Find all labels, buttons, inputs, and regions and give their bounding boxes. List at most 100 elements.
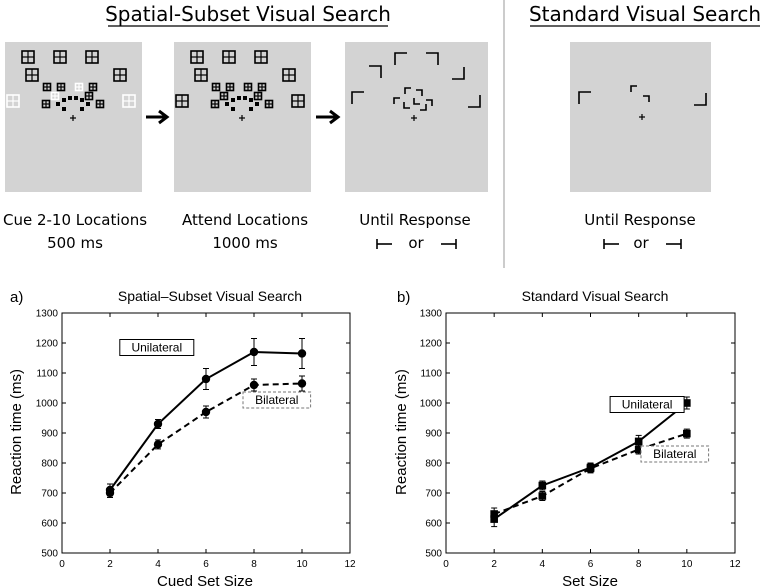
x-tick-label: 4 [540, 559, 546, 570]
inner-dot-item [237, 96, 241, 100]
inner-dot-item [68, 96, 72, 100]
x-tick-label: 8 [251, 559, 257, 570]
right-t-icon [441, 239, 457, 249]
y-axis-label: Reaction time (ms) [8, 369, 25, 495]
corner-stimulus [394, 52, 407, 65]
y-tick-label: 1100 [36, 369, 58, 380]
corner-stimulus [404, 87, 411, 94]
x-tick-label: 2 [491, 559, 497, 570]
right-t-icon [666, 239, 682, 249]
y-tick-label: 700 [425, 489, 442, 500]
data-point [634, 437, 643, 446]
inner-dot-item [231, 98, 235, 102]
data-point [634, 445, 643, 454]
data-point [490, 510, 498, 518]
legend-box-unilateral [119, 339, 195, 356]
y-tick-label: 500 [425, 549, 442, 560]
data-point [297, 379, 307, 388]
inner-dot-item [62, 107, 66, 111]
x-tick-label: 0 [59, 559, 65, 570]
x-tick-label: 6 [203, 559, 209, 570]
y-tick-label: 1100 [420, 369, 442, 380]
x-tick-label: 4 [155, 559, 161, 570]
y-tick-label: 900 [425, 429, 442, 440]
inner-dot-item [255, 102, 259, 106]
y-tick-label: 1000 [420, 399, 443, 410]
caption-cue-time: 500 ms [47, 234, 103, 252]
caption-standard: Until Response [584, 211, 696, 229]
data-point [201, 374, 211, 384]
y-tick-label: 1200 [420, 339, 443, 350]
panel-label: a) [10, 289, 23, 306]
series-line-bilateral [109, 382, 303, 494]
data-point [201, 407, 211, 417]
inner-dot-item [243, 96, 247, 100]
standard-heading: Standard Visual Search [529, 2, 761, 26]
inner-dot-item [62, 98, 66, 102]
x-tick-label: 12 [729, 559, 741, 570]
y-tick-label: 800 [425, 459, 442, 470]
panel-label: b) [397, 289, 410, 306]
series-line-bilateral [493, 432, 688, 515]
caption-response-or: or [408, 234, 424, 252]
data-point [249, 347, 259, 357]
chart-title: Standard Visual Search [522, 288, 669, 304]
corner-stimulus [393, 97, 400, 104]
y-tick-label: 700 [41, 489, 58, 500]
plot-frame [61, 312, 351, 554]
corner-stimulus [369, 65, 382, 78]
data-point [153, 419, 163, 429]
stim-standard-items [578, 85, 707, 120]
chart-spatial-subset: a) Spatial–Subset Visual Search Cued Set… [8, 288, 356, 588]
legend-label-unilateral: Unilateral [622, 398, 673, 412]
corner-stimulus [403, 102, 410, 109]
legend-label-bilateral: Bilateral [653, 447, 696, 461]
chart-title: Spatial–Subset Visual Search [118, 288, 302, 304]
legend-box-bilateral [242, 391, 312, 409]
x-tick-label: 10 [296, 559, 308, 570]
x-tick-label: 2 [107, 559, 113, 570]
arrow-icon-1 [146, 109, 170, 125]
y-tick-label: 1200 [36, 339, 59, 350]
stim-cue-items [6, 50, 136, 121]
inner-dot-item [249, 98, 253, 102]
spatial-subset-heading: Spatial-Subset Visual Search [105, 2, 391, 26]
left-t-icon [603, 239, 619, 249]
arrow-icon-2 [316, 109, 341, 125]
data-point [683, 429, 691, 438]
stim-attend-items [175, 50, 305, 121]
plot-frame [445, 312, 736, 554]
corner-stimulus [452, 67, 465, 80]
caption-attend: Attend Locations [182, 211, 308, 229]
caption-standard-or: or [633, 234, 649, 252]
corner-stimulus [643, 95, 650, 102]
corner-stimulus [351, 91, 364, 104]
data-point [105, 488, 115, 498]
caption-attend-time: 1000 ms [212, 234, 278, 252]
x-tick-label: 8 [636, 559, 642, 570]
y-tick-label: 500 [41, 549, 58, 560]
inner-dot-item [56, 102, 60, 106]
legend-label-unilateral: Unilateral [131, 341, 182, 355]
data-point [153, 440, 163, 449]
legend-box-bilateral [640, 445, 710, 463]
corner-stimulus [413, 98, 420, 105]
x-axis-label: Cued Set Size [157, 573, 253, 588]
x-tick-label: 10 [681, 559, 693, 570]
y-tick-label: 600 [425, 519, 442, 530]
corner-stimulus [630, 85, 637, 92]
caption-response: Until Response [359, 211, 471, 229]
inner-dot-item [225, 102, 229, 106]
corner-stimulus [578, 91, 591, 104]
inner-dot-item [249, 107, 253, 111]
caption-cue: Cue 2-10 Locations [3, 211, 147, 229]
corner-stimulus [426, 52, 439, 65]
legend-box-unilateral [609, 396, 685, 413]
legend-label-bilateral: Bilateral [255, 393, 298, 407]
corner-stimulus [694, 93, 707, 106]
chart-standard: b) Standard Visual Search Set Size React… [393, 288, 741, 588]
data-point [249, 380, 259, 390]
stim-panel-response [345, 42, 488, 192]
inner-dot-item [86, 102, 90, 106]
